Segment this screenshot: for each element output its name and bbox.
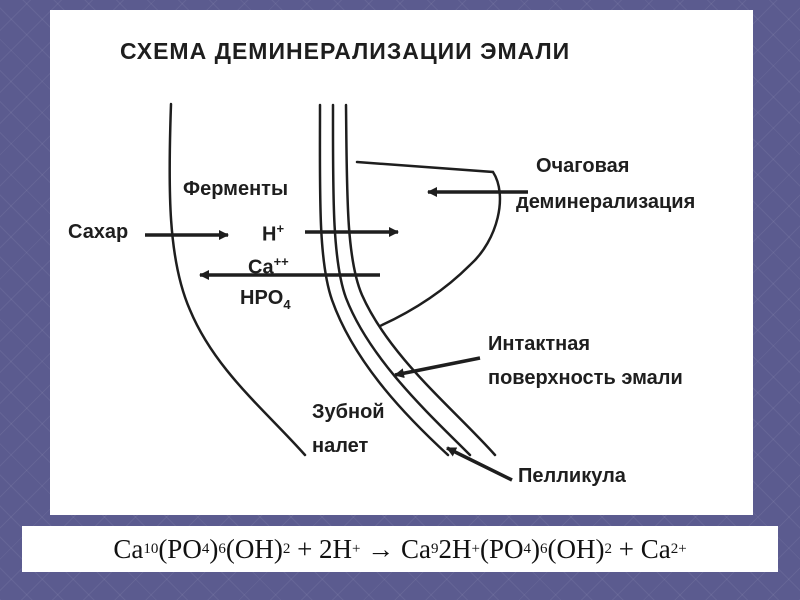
formula-rhs-oh-sub: 2: [604, 540, 612, 557]
intact-label-line2: поверхность эмали: [488, 367, 683, 389]
pellicle-label: Пелликула: [518, 465, 626, 487]
formula-rhs-h-charge: +: [471, 540, 480, 557]
intact-label-line1: Интактная: [488, 333, 591, 355]
intact-pointer-arrow: [394, 356, 481, 379]
plaque-label-line1: Зубной: [312, 401, 385, 423]
formula-ca-charge: 2+: [670, 540, 687, 557]
enzymes-label: Ферменты: [183, 178, 289, 200]
formula-rhs-po-sub: 4: [523, 540, 532, 557]
formula-lhs-oh-sub: 2: [282, 540, 291, 557]
formula-rhs-ca-sub: 9: [431, 540, 439, 557]
formula-rhs-oh: (OH): [547, 533, 605, 564]
formula-lhs-po-mult: 6: [218, 540, 226, 557]
demineralization-diagram: [145, 102, 528, 482]
h-ion-label: H+: [262, 217, 284, 247]
formula-h-charge: +: [352, 540, 361, 557]
formula-rhs-ca: Ca: [401, 533, 432, 564]
formula-plus-ca: + Ca: [611, 533, 671, 564]
diagram-panel: СХЕМА ДЕМИНЕРАЛИЗАЦИИ ЭМАЛИ Сахар Фермен…: [50, 10, 753, 515]
formula-rhs-po: (PO: [479, 533, 524, 564]
focal-label-line2: деминерализация: [516, 191, 696, 213]
ca-ion-charge: ++: [273, 254, 289, 269]
formula-lhs-ca-sub: 10: [143, 540, 159, 557]
hpo-label: HPO4: [240, 286, 291, 317]
formula-rhs-po-mult: 6: [540, 540, 548, 557]
enamel-surface-line: [344, 103, 497, 457]
hpo-subscript: 4: [283, 297, 291, 312]
formula-arrow: →: [360, 533, 402, 564]
formula-lhs-ca: Ca: [113, 533, 144, 564]
diagram-title: СХЕМА ДЕМИНЕРАЛИЗАЦИИ ЭМАЛИ: [120, 38, 571, 64]
pellicle-line-outer: [318, 103, 450, 457]
pellicle-pointer-arrow: [446, 446, 513, 482]
ca-ion-symbol: Ca: [248, 256, 274, 279]
lesion-outline: [355, 160, 502, 328]
h-ion-symbol: H: [262, 223, 277, 246]
formula-rhs-h: 2H: [438, 533, 472, 564]
formula-lhs-po-sub: 4: [201, 540, 210, 557]
formula-rhs-po-close: ): [531, 533, 540, 564]
hpo-symbol: HPO: [240, 287, 284, 309]
formula-lhs-oh: (OH): [225, 533, 283, 564]
plaque-label-line2: налет: [312, 435, 369, 457]
formula-lhs-po: (PO: [158, 533, 202, 564]
h-ion-charge: +: [276, 221, 285, 236]
plaque-boundary-line: [168, 102, 307, 457]
pellicle-line-middle: [331, 103, 472, 457]
formula-lhs-po-close: ): [209, 533, 219, 564]
formula-plus-2h: + 2H: [290, 533, 353, 564]
focal-label-line1: Очаговая: [536, 155, 630, 177]
sugar-label: Сахар: [68, 221, 129, 243]
ca-ion-label: Ca++: [248, 250, 289, 280]
